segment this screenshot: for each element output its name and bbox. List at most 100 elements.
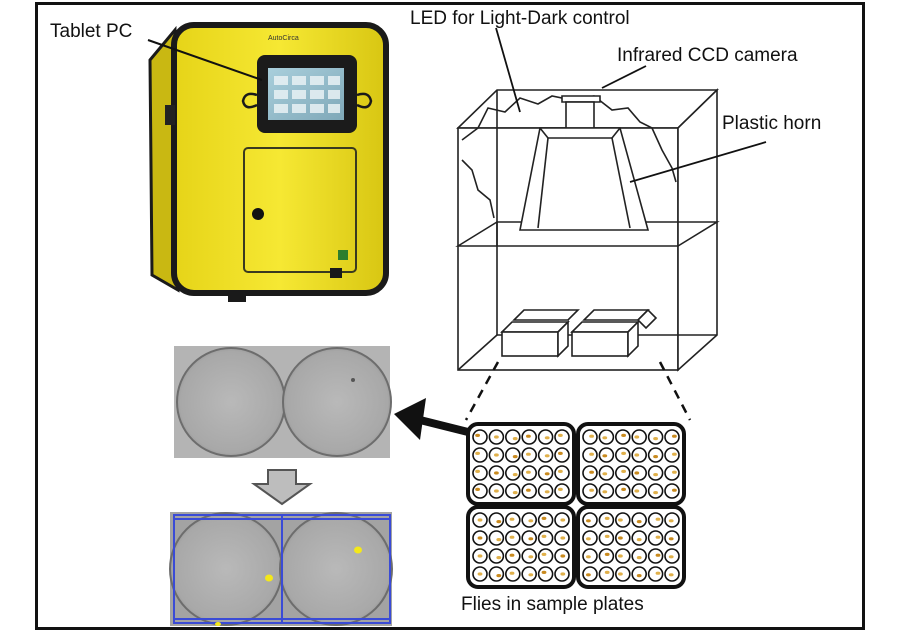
camera-image xyxy=(174,346,392,458)
fly xyxy=(475,451,480,455)
fly xyxy=(512,437,518,441)
plate-well xyxy=(614,465,631,481)
plate-well xyxy=(488,530,505,546)
camera-label: Infrared CCD camera xyxy=(617,45,798,66)
fly xyxy=(602,436,608,440)
fly xyxy=(544,490,550,494)
fly xyxy=(558,433,563,437)
fly xyxy=(526,488,531,492)
fly xyxy=(655,535,661,539)
plate-well xyxy=(614,447,631,463)
plate-well xyxy=(664,447,680,463)
fly xyxy=(475,487,480,491)
sample-plates xyxy=(466,422,686,589)
fly xyxy=(618,572,623,576)
fly xyxy=(477,536,483,540)
plate-well xyxy=(647,530,664,546)
fly xyxy=(653,455,658,459)
fly xyxy=(653,437,658,441)
fly xyxy=(655,553,661,557)
plate-well xyxy=(537,548,554,564)
fly xyxy=(558,451,563,455)
horn-label: Plastic horn xyxy=(722,113,822,134)
plate-well xyxy=(631,447,648,463)
fly xyxy=(528,537,534,541)
led-label: LED for Light-Dark control xyxy=(410,8,630,29)
fly xyxy=(558,469,563,473)
fly xyxy=(589,488,594,492)
fly xyxy=(634,435,640,439)
led-leader xyxy=(495,27,521,113)
fly xyxy=(634,471,640,475)
fly xyxy=(509,571,515,575)
fly xyxy=(544,454,550,458)
down-arrow xyxy=(250,469,314,506)
fly xyxy=(509,535,515,539)
fly xyxy=(602,490,608,494)
fly xyxy=(512,473,518,477)
fly xyxy=(672,434,677,438)
fly-marker xyxy=(354,546,362,554)
fly xyxy=(589,434,594,438)
plate-well xyxy=(614,483,631,499)
plate-well xyxy=(554,429,570,445)
fly xyxy=(668,519,674,523)
flies-label: Flies in sample plates xyxy=(461,594,644,615)
fly xyxy=(589,470,594,474)
fly xyxy=(668,537,674,541)
plate-well xyxy=(647,548,664,564)
fly xyxy=(586,555,591,559)
plate-well xyxy=(537,530,554,546)
fly xyxy=(494,489,499,493)
plate-well xyxy=(554,483,570,499)
fly xyxy=(602,472,608,476)
fly xyxy=(512,491,518,495)
plate-well xyxy=(647,465,664,481)
fly xyxy=(636,538,642,542)
tablet-pc-label: Tablet PC xyxy=(50,21,133,42)
fly xyxy=(655,571,661,575)
plate-well xyxy=(488,548,505,564)
plate-well xyxy=(537,566,554,582)
fly xyxy=(494,453,499,457)
plate-well xyxy=(598,530,615,546)
plate-well xyxy=(647,447,664,463)
fly xyxy=(636,574,642,578)
fly xyxy=(509,553,515,557)
fly xyxy=(604,570,610,575)
fly xyxy=(586,573,591,577)
plate-well xyxy=(647,512,664,528)
fly xyxy=(544,436,550,440)
fly xyxy=(475,433,480,437)
plate-well xyxy=(631,465,648,481)
plate-well xyxy=(488,566,505,582)
fly xyxy=(477,572,483,576)
plate-well xyxy=(664,483,680,499)
fly xyxy=(560,572,566,576)
fly-marker xyxy=(265,574,273,582)
plate-well xyxy=(614,429,631,445)
camera-leader xyxy=(601,65,647,89)
fly xyxy=(604,516,610,521)
plate-well xyxy=(664,465,680,481)
plate-well xyxy=(472,429,488,445)
zoom-line-right xyxy=(658,361,692,421)
fly xyxy=(496,538,502,542)
fly xyxy=(653,491,658,495)
fly xyxy=(475,469,480,473)
fly xyxy=(541,516,547,521)
fly xyxy=(560,518,566,522)
fly xyxy=(618,536,623,540)
plate-well xyxy=(504,483,521,499)
plate-well xyxy=(488,512,505,528)
plate-well xyxy=(598,548,615,564)
fly xyxy=(668,573,674,577)
fly xyxy=(558,487,563,491)
fly xyxy=(672,452,677,456)
fly xyxy=(586,537,591,541)
fly xyxy=(672,488,677,492)
fly xyxy=(560,536,566,540)
plate-well xyxy=(472,483,488,499)
fly xyxy=(621,433,626,437)
